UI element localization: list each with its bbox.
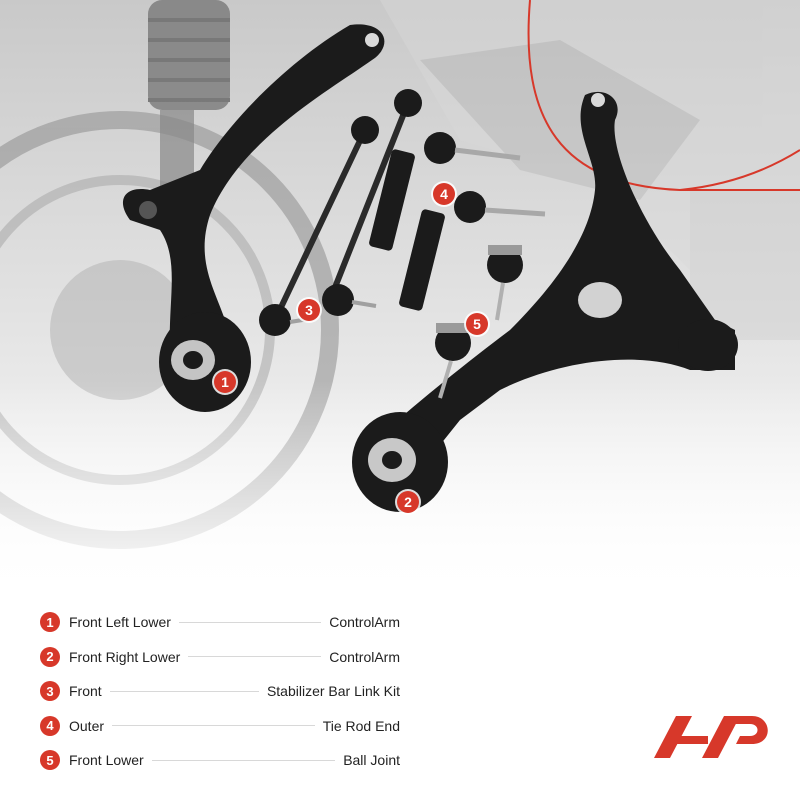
- legend-part-label: ControlArm: [323, 648, 400, 665]
- ball-joints: [435, 245, 523, 399]
- legend-item: 3 Front Stabilizer Bar Link Kit: [40, 674, 400, 709]
- legend-item: 5 Front Lower Ball Joint: [40, 743, 400, 778]
- callout-3: 3: [298, 299, 320, 321]
- legend-part-label: Stabilizer Bar Link Kit: [260, 683, 400, 700]
- callout-2: 2: [397, 491, 419, 513]
- legend-item: 1 Front Left Lower ControlArm: [40, 605, 400, 640]
- accent-arc-2: [679, 149, 800, 191]
- legend-part-label: ControlArm: [323, 614, 400, 631]
- legend-item: 2 Front Right Lower ControlArm: [40, 640, 400, 675]
- callout-1: 1: [214, 371, 236, 393]
- parts-legend: 1 Front Left Lower ControlArm 2 Front Ri…: [40, 605, 400, 778]
- legend-position-label: Front Right Lower: [69, 648, 187, 665]
- legend-leader-line: [178, 621, 322, 623]
- legend-number-badge: 3: [40, 681, 60, 702]
- legend-number-badge: 5: [40, 750, 60, 771]
- legend-number-badge: 4: [40, 715, 60, 736]
- accent-arc: [527, 0, 800, 191]
- tie-rod-ends: [369, 132, 546, 311]
- control-arm-right: [352, 91, 738, 512]
- callout-4: 4: [433, 183, 455, 205]
- legend-position-label: Front Lower: [69, 752, 150, 769]
- legend-part-label: Ball Joint: [337, 752, 400, 769]
- legend-part-label: Tie Rod End: [316, 717, 400, 734]
- legend-leader-line: [109, 690, 259, 692]
- product-photo: [0, 0, 800, 600]
- legend-position-label: Outer: [69, 717, 111, 734]
- legend-position-label: Front: [69, 683, 108, 700]
- legend-number-badge: 2: [40, 646, 60, 667]
- legend-position-label: Front Left Lower: [69, 614, 177, 631]
- brand-logo-icon: [652, 706, 772, 766]
- product-photo-svg: [0, 0, 800, 600]
- callout-5: 5: [466, 313, 488, 335]
- legend-item: 4 Outer Tie Rod End: [40, 709, 400, 744]
- stabilizer-links: [259, 89, 422, 336]
- legend-leader-line: [188, 656, 322, 658]
- legend-number-badge: 1: [40, 612, 60, 633]
- legend-leader-line: [112, 725, 315, 727]
- legend-leader-line: [151, 759, 336, 761]
